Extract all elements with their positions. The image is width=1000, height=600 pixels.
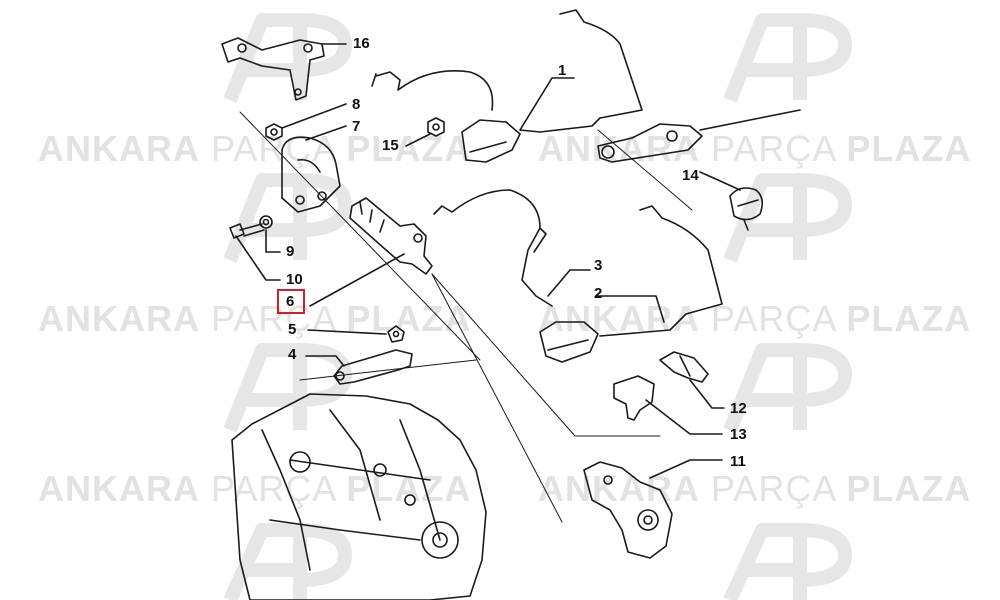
part-5-clip (387, 325, 405, 343)
part-8-nut (265, 123, 283, 141)
ap-logo-icon (723, 343, 852, 433)
callout-14[interactable]: 14 (682, 167, 699, 184)
ap-logo-icon (223, 173, 352, 263)
callout-2[interactable]: 2 (594, 285, 603, 302)
callout-9[interactable]: 9 (286, 243, 295, 260)
gearbox-housing (231, 393, 487, 600)
part-13-bracket (613, 375, 655, 421)
watermark-text: ANKARA PARÇA PLAZA (538, 128, 972, 169)
part-15-nut (427, 117, 445, 137)
part-1-hose (371, 9, 643, 163)
master-cylinder (597, 109, 801, 163)
watermark-text: ANKARA PARÇA PLAZA (38, 128, 472, 169)
callout-13[interactable]: 13 (730, 426, 747, 443)
callout-3[interactable]: 3 (594, 257, 603, 274)
ap-logo-icon (723, 13, 852, 103)
callout-12[interactable]: 12 (730, 400, 747, 417)
ap-logo-icon (723, 523, 852, 600)
callout-7[interactable]: 7 (352, 118, 361, 135)
part-12-clip (659, 351, 709, 383)
part-4-fork-lever (333, 349, 413, 385)
callout-11[interactable]: 11 (730, 453, 746, 470)
part-11-shield (583, 461, 673, 559)
part-14-grommet (729, 187, 764, 231)
watermark-text: ANKARA PARÇA PLAZA (38, 298, 472, 339)
part-16-bracket (221, 37, 325, 101)
callout-10[interactable]: 10 (286, 271, 303, 288)
callout-15[interactable]: 15 (382, 137, 399, 154)
callout-5[interactable]: 5 (288, 321, 297, 338)
callout-1[interactable]: 1 (558, 62, 567, 79)
part-2-hose (539, 205, 723, 363)
part-6-slave-cylinder (349, 197, 433, 275)
callout-8[interactable]: 8 (352, 96, 361, 113)
watermark-text: ANKARA PARÇA PLAZA (538, 468, 972, 509)
watermark-text: ANKARA PARÇA PLAZA (538, 298, 972, 339)
callout-4[interactable]: 4 (288, 346, 297, 363)
callout-6-highlighted[interactable]: 6 (286, 293, 295, 310)
callout-16[interactable]: 16 (353, 35, 370, 52)
ap-logo-icon (223, 523, 352, 600)
part-7-clamp (281, 136, 341, 213)
part-9-washer (259, 215, 273, 229)
part-3-pipe (433, 189, 553, 307)
highlight-box (277, 289, 305, 314)
part-10-bolt (229, 223, 265, 239)
watermark-text: ANKARA PARÇA PLAZA (38, 468, 472, 509)
